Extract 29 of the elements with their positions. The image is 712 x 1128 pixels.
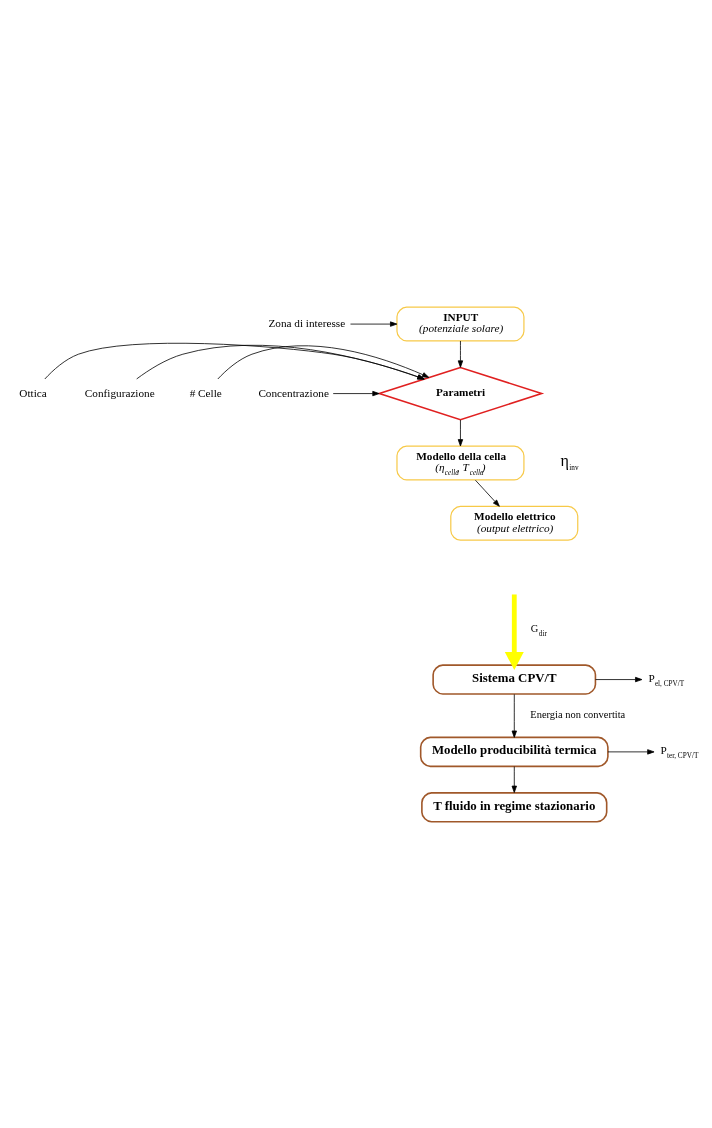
arrow [217, 344, 430, 379]
arrow [136, 344, 425, 379]
label: η$_{inv}$ [560, 451, 579, 472]
arrow [350, 320, 398, 327]
node-text: Concentrazione [258, 386, 329, 399]
arrow [607, 748, 655, 755]
arrow [511, 693, 517, 738]
arrow [332, 390, 380, 396]
node-box: Modello della cella (η$_{cella}$, T$_{cella}$) [396, 445, 525, 481]
arrow [457, 419, 464, 446]
node-text: Zona di interesse [268, 316, 346, 329]
arrow [504, 593, 524, 670]
node-box: INPUT (potenziale solare) [396, 306, 525, 342]
arrow [475, 479, 500, 507]
edge-label: G$_{dir}$ [530, 622, 547, 638]
edge-label: Energia non convertita [530, 708, 626, 720]
node-text: # Celle [189, 386, 222, 399]
node-box: Modello producibilità termica [419, 736, 609, 767]
node-text: Ottica [19, 386, 47, 399]
node-box: T fluido in regime stazionario [421, 791, 608, 823]
node-box: Modello elettrico (output elettrico) [450, 505, 579, 541]
arrow [511, 765, 517, 793]
arrow [457, 340, 464, 368]
node-text: Configurazione [84, 386, 155, 399]
arrow [44, 342, 425, 380]
node-box: Sistema CPV/T [432, 663, 597, 695]
node-text: P$_{el, CPV/T}$ [648, 671, 685, 688]
node-text: P$_{ter, CPV/T}$ [660, 743, 699, 760]
arrow [595, 676, 643, 682]
